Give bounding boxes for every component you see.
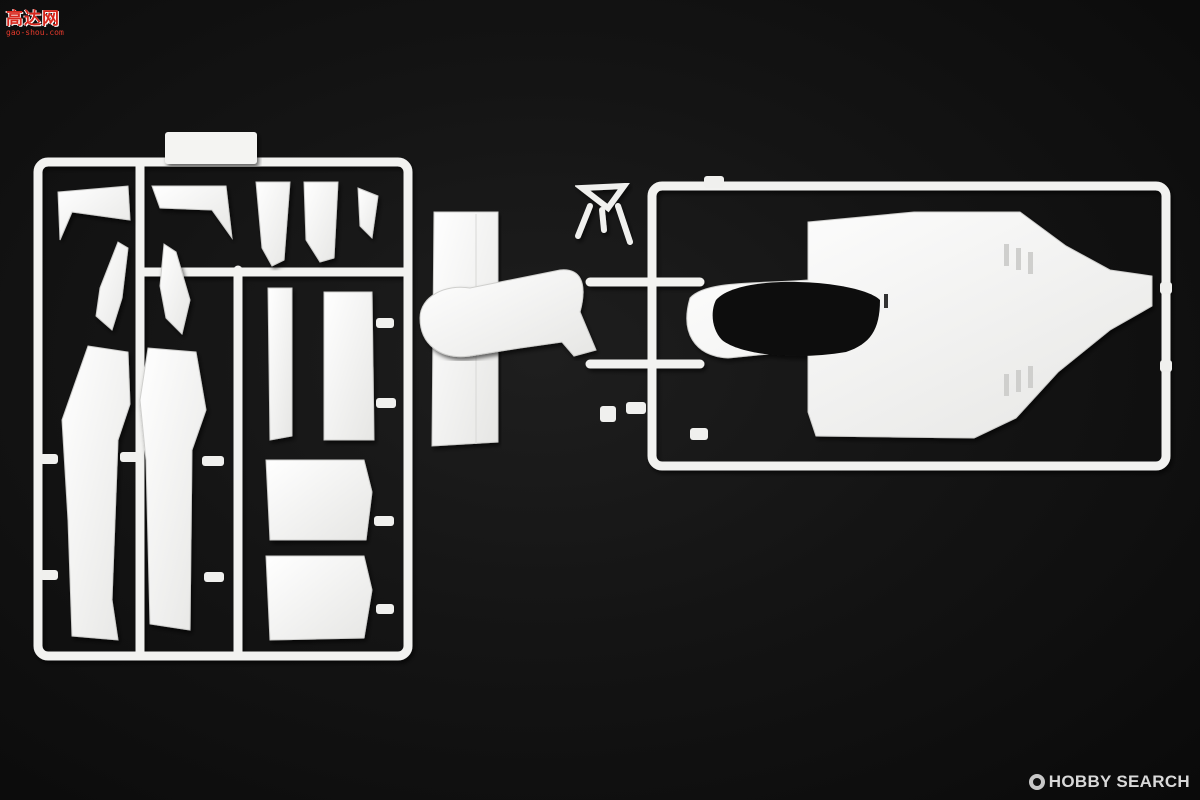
left-sprue-gates [40,318,396,614]
left-sprue-sidepods [61,241,207,641]
site-logo-watermark: 高达网 gao-shou.com [6,4,70,40]
hobby-search-text: HOBBY SEARCH [1048,772,1190,791]
suspension-part [573,182,633,245]
site-logo-url: gao-shou.com [6,28,64,37]
left-sprue-tab [165,132,257,164]
left-sprue-top-parts [57,181,379,267]
site-logo-chinese: 高达网 [6,9,60,29]
monocoque-body-part [686,211,1153,439]
right-sprue-frame [585,181,1171,471]
hobby-search-logo-icon [1028,774,1045,790]
left-sprue-panels [265,287,375,641]
hobby-search-watermark: HOBBY SEARCH [1028,772,1190,792]
nose-cone-part [419,269,597,358]
right-sprue-gates [600,176,1172,440]
